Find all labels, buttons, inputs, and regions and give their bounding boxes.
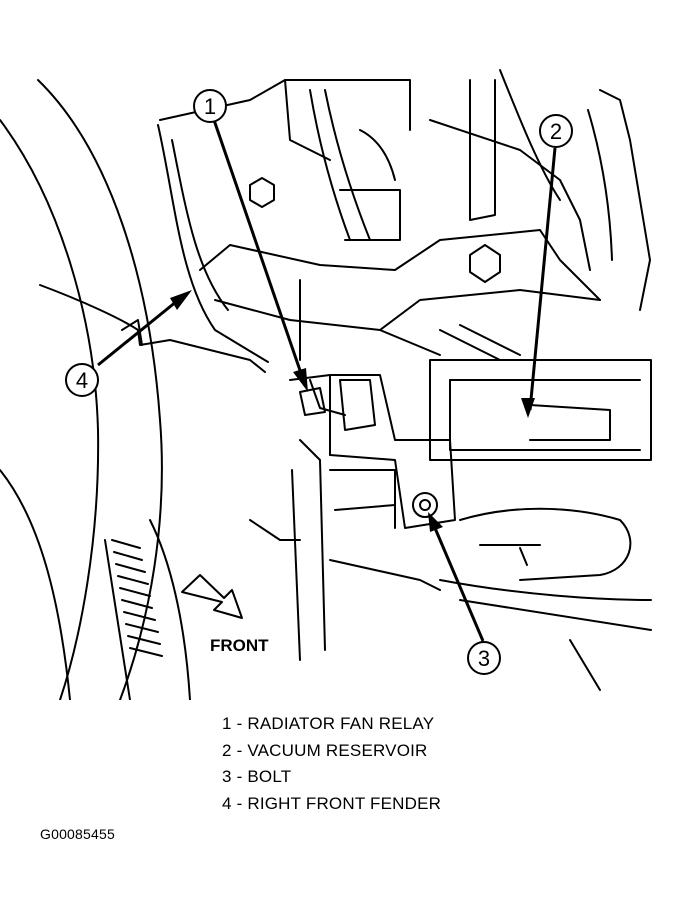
- parts-legend: 1 - RADIATOR FAN RELAY 2 - VACUUM RESERV…: [222, 711, 441, 817]
- callout-number: 1: [204, 94, 216, 119]
- legend-item: 3 - BOLT: [222, 767, 292, 786]
- arrowhead-4: [170, 290, 192, 310]
- leader-line-3: [430, 520, 485, 642]
- leader-line-1: [212, 119, 306, 383]
- callout-1: 1: [193, 89, 227, 123]
- callout-3: 3: [467, 641, 501, 675]
- front-direction-arrow: [181, 574, 243, 619]
- callout-number: 3: [478, 646, 490, 671]
- arrowhead-2: [521, 398, 535, 418]
- legend-item: 4 - RIGHT FRONT FENDER: [222, 793, 442, 813]
- arrowhead-1: [293, 368, 308, 392]
- component-location-diagram: FRONT 1 2 3 4: [0, 69, 652, 700]
- figure-id: G00085455: [40, 826, 115, 842]
- leader-lines: [97, 119, 557, 642]
- leader-line-4: [97, 295, 183, 367]
- leader-arrowheads: [170, 290, 535, 532]
- callout-number: 2: [550, 119, 562, 144]
- leader-line-2: [528, 147, 557, 411]
- front-direction-label: FRONT: [210, 636, 269, 655]
- callout-2: 2: [539, 114, 573, 148]
- callout-number: 4: [76, 368, 88, 393]
- engine-bay-linework: [0, 69, 652, 700]
- arrowhead-3: [428, 512, 443, 532]
- callout-4: 4: [65, 363, 99, 397]
- legend-item: 1 - RADIATOR FAN RELAY: [222, 714, 435, 733]
- legend-item: 2 - VACUUM RESERVOIR: [222, 740, 428, 760]
